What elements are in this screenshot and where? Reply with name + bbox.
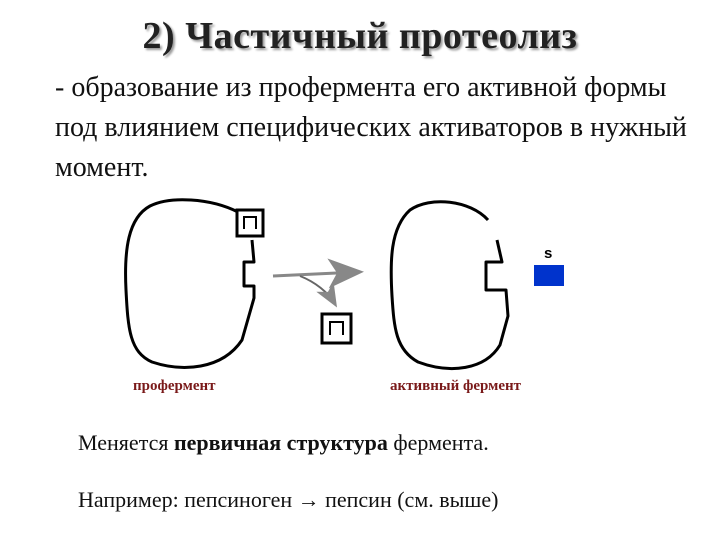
slide-title: 2) Частичный протеолиз (142, 15, 578, 57)
proenzyme-shape (124, 198, 256, 369)
released-block-letter-shape (329, 321, 344, 335)
note1-before: Меняется (78, 430, 174, 455)
block-letter-shape (243, 216, 257, 229)
note-primary-structure: Меняется первичная структура фермента. (78, 430, 489, 456)
note1-bold: первичная структура (173, 430, 388, 455)
active-enzyme-shape (389, 200, 510, 370)
substrate-block (534, 265, 564, 286)
description-text: - образование из профермента его активно… (55, 72, 687, 183)
label-active-enzyme: активный фермент (390, 378, 522, 394)
release-arrow (299, 275, 338, 308)
label-proenzyme: профермент (133, 378, 216, 394)
substrate-letter: s (544, 245, 552, 262)
proteolysis-diagram: s (124, 198, 564, 370)
note1-after: фермента. (387, 430, 489, 455)
main-arrow (272, 258, 364, 289)
activation-peptide-block (235, 208, 265, 238)
note-example: Например: пепсиноген → пепсин (см. выше) (78, 487, 499, 512)
released-block (320, 312, 353, 345)
